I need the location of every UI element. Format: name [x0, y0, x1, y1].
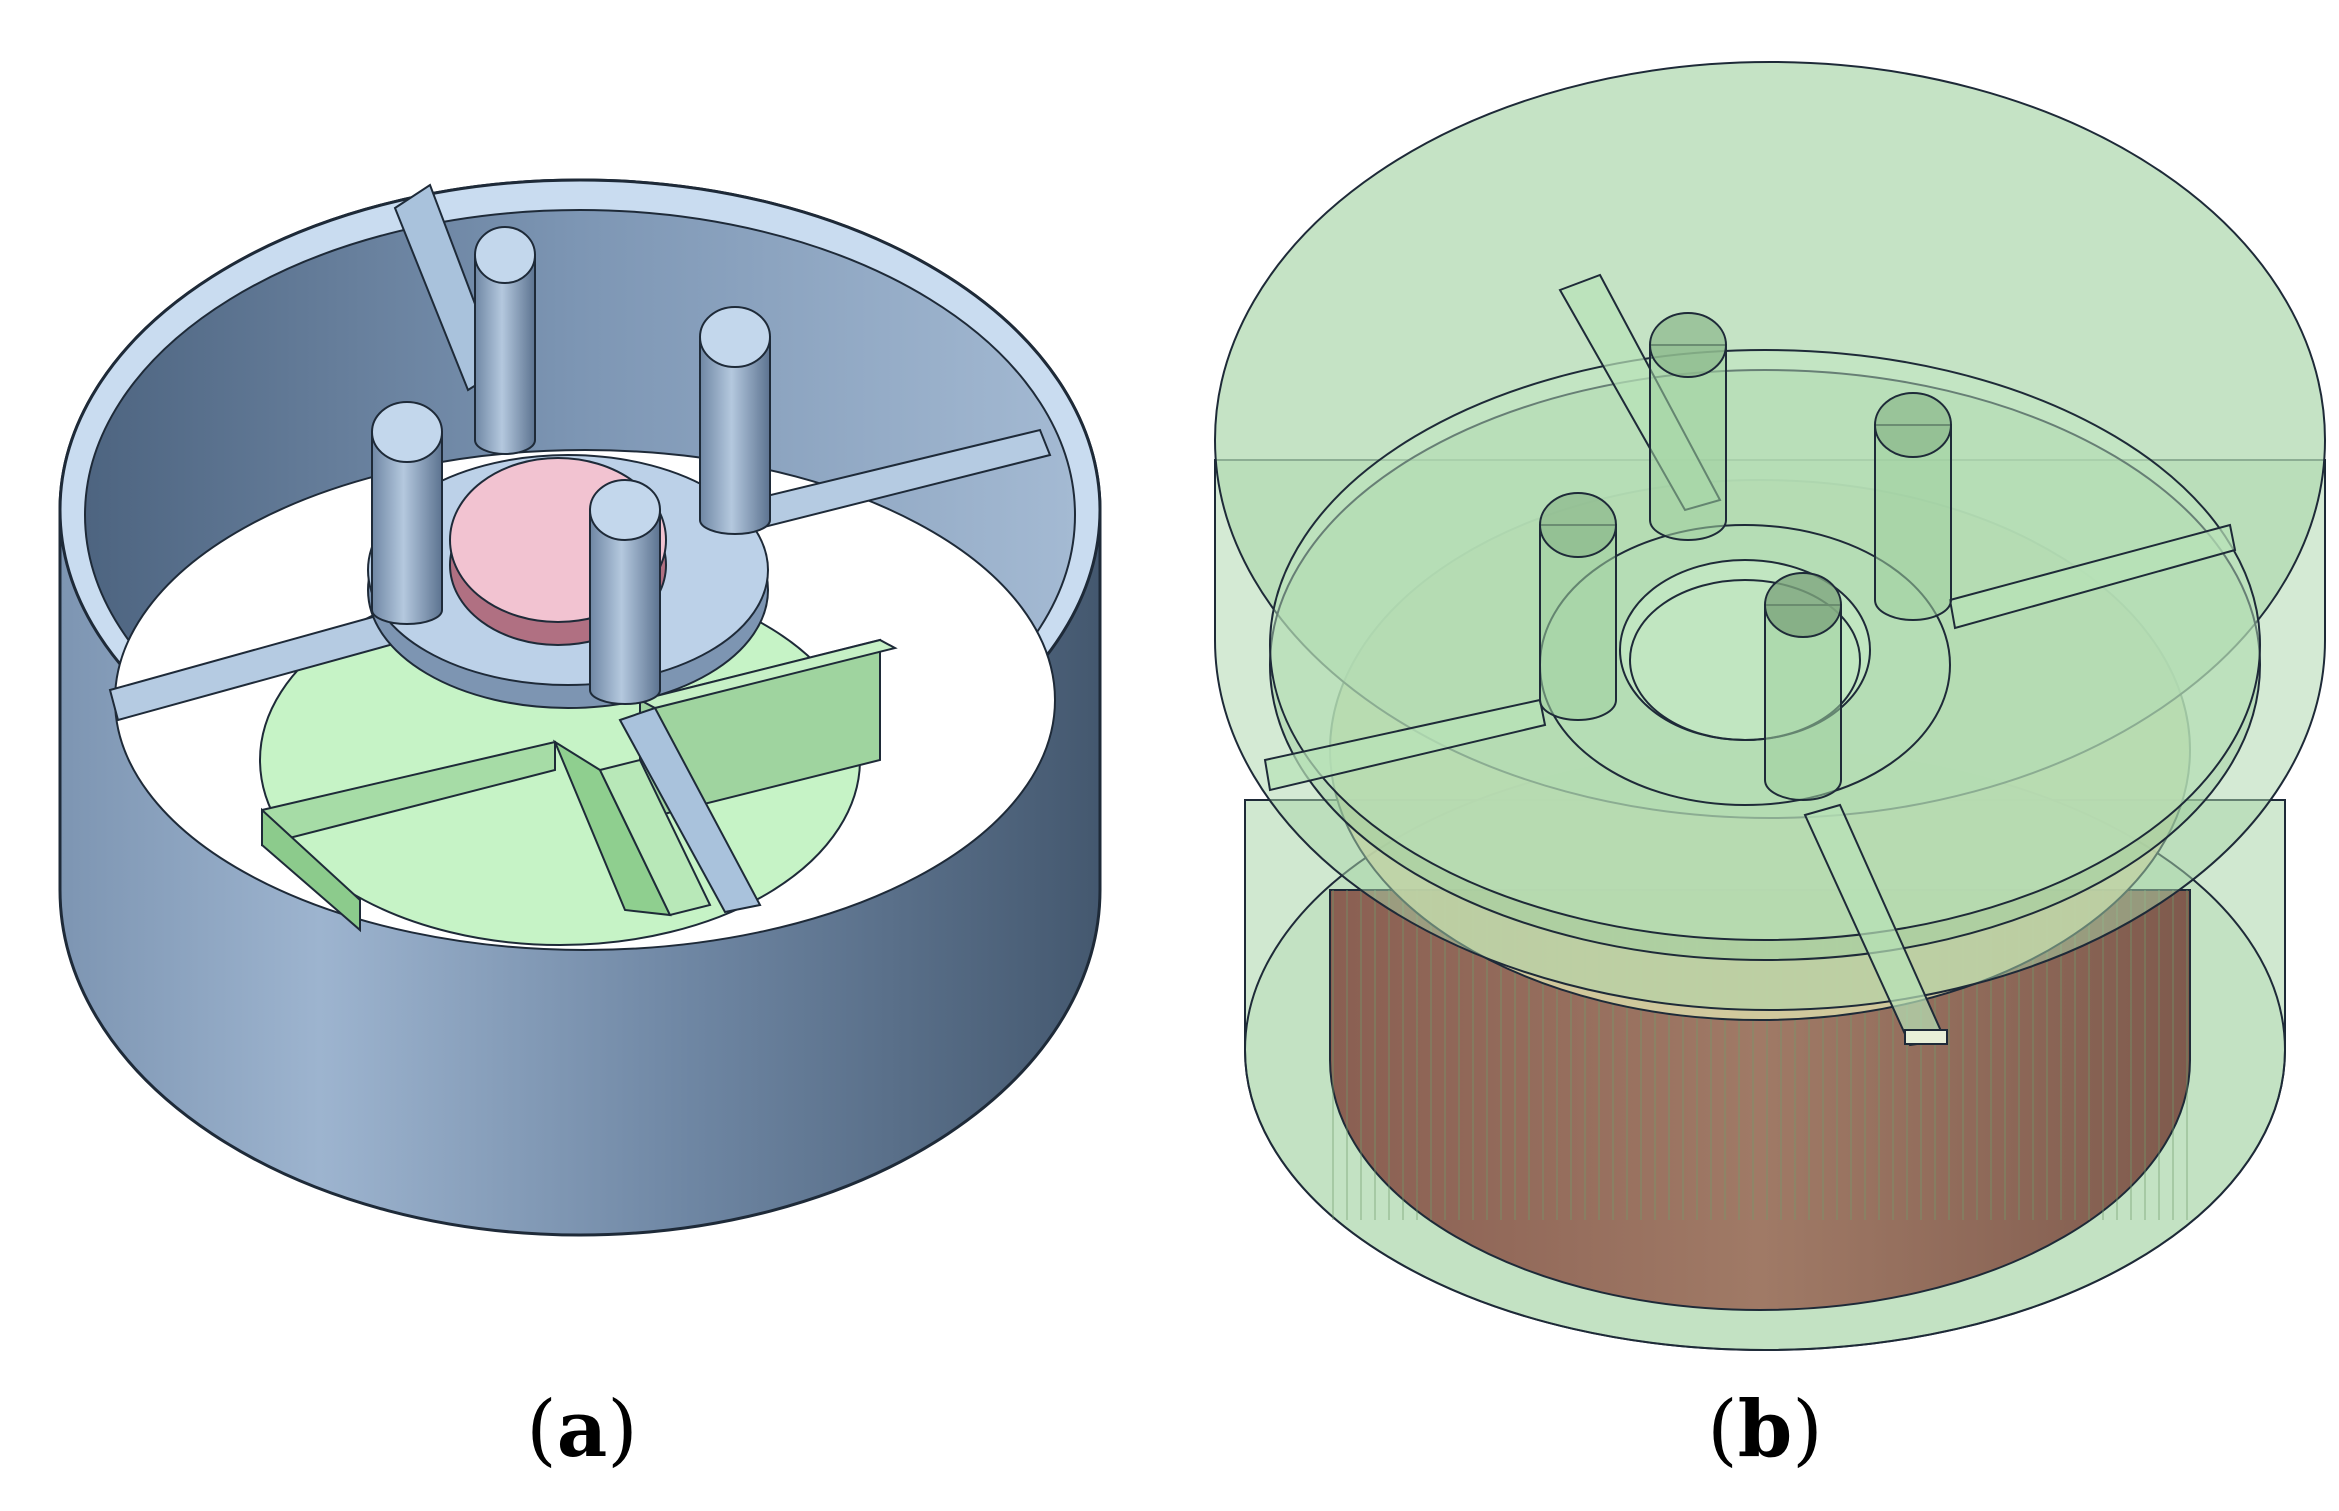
rib-bottom	[618, 706, 762, 914]
green-vane-center-face	[598, 758, 712, 917]
panel-b-caption: (b)	[1707, 1384, 1823, 1476]
panel-a-drawing	[58, 178, 1102, 1237]
trans-post-2	[1874, 392, 1952, 621]
plate-spoke-right	[1948, 523, 2237, 630]
panel-b-drawing	[1214, 61, 2326, 1351]
plate-hub-inner-lip	[1629, 579, 1861, 741]
front-tab	[1904, 1029, 1948, 1045]
plate-spoke-left	[1263, 698, 1547, 792]
post-1	[474, 226, 536, 455]
trans-post-4	[1764, 572, 1842, 801]
green-vane-right-top	[637, 638, 898, 710]
post-4	[589, 479, 661, 705]
post-2	[699, 306, 771, 535]
trans-post-1	[1649, 312, 1727, 541]
green-vane-left-side	[261, 807, 361, 933]
post-3	[371, 401, 443, 625]
panel-a-caption: (a)	[526, 1384, 638, 1476]
trans-post-3	[1539, 492, 1617, 721]
